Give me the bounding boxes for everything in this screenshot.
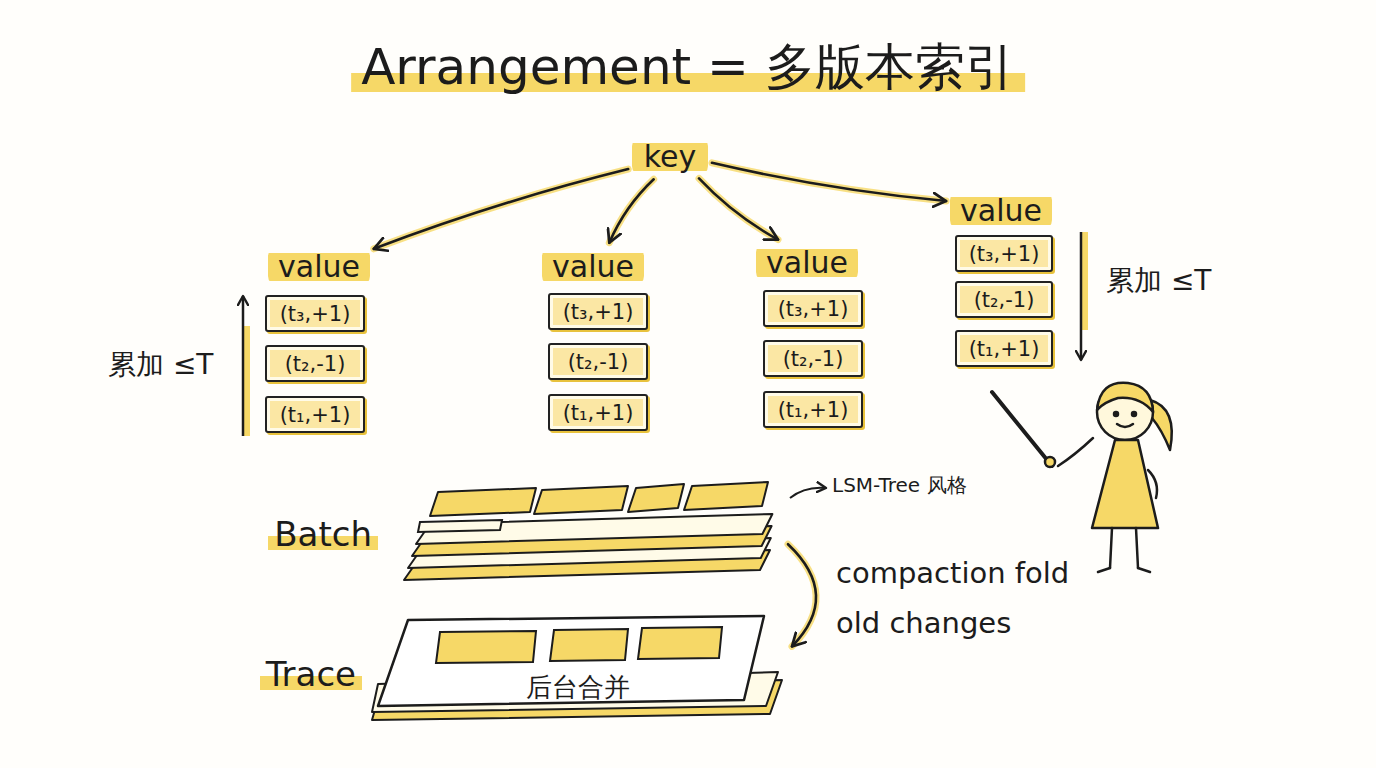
node-label: value <box>552 249 634 284</box>
connector-highlight <box>699 178 778 239</box>
teacher-figure <box>992 383 1172 572</box>
batch-block <box>430 488 536 516</box>
arrow-connector <box>374 169 628 249</box>
connector-highlight <box>788 544 816 646</box>
batch-block <box>628 484 684 512</box>
stack-name: Trace <box>260 654 362 694</box>
arrow-connector <box>788 544 816 646</box>
batch-block <box>684 482 768 510</box>
trace-stack: Trace后台合并 <box>372 614 784 722</box>
change-text: (t₂,-1) <box>285 352 346 376</box>
change-box: (t₃,+1) <box>548 293 648 330</box>
arrow-connector <box>712 163 946 201</box>
diagram-title: Arrangement = 多版本索引 <box>351 34 1025 101</box>
batch-block <box>534 486 628 514</box>
batch-stack: Batch <box>402 476 780 586</box>
node-label: value <box>960 193 1042 228</box>
change-box: (t₃,+1) <box>955 235 1053 272</box>
highlight-label: value <box>542 246 644 286</box>
connector-highlight <box>609 179 653 242</box>
change-box: (t₃,+1) <box>265 295 365 332</box>
arrow-connector <box>609 179 653 242</box>
batch-stack-shape <box>402 476 780 586</box>
highlight-label: value <box>268 246 370 286</box>
connector-highlight <box>712 163 946 201</box>
change-box: (t₂,-1) <box>763 340 863 377</box>
change-box: (t₁,+1) <box>548 394 648 431</box>
highlight-label: value <box>756 242 858 282</box>
change-box: (t₂,-1) <box>955 281 1053 318</box>
change-box: (t₂,-1) <box>548 343 648 380</box>
leader-arrow <box>790 488 826 498</box>
batch-layer <box>416 514 772 544</box>
edge-label: compaction fold old changes <box>836 548 1106 648</box>
stack-name: Batch <box>268 514 378 554</box>
change-text: (t₂,-1) <box>783 347 844 371</box>
accumulate-arrow <box>242 296 245 436</box>
note-label: 累加 ≤T <box>1106 262 1211 300</box>
note-label: LSM-Tree 风格 <box>832 472 967 499</box>
change-text: (t₂,-1) <box>568 350 629 374</box>
change-text: (t₂,-1) <box>974 288 1035 312</box>
change-text: (t₁,+1) <box>969 337 1040 361</box>
change-box: (t₃,+1) <box>763 290 863 327</box>
highlight-label: key <box>632 136 708 176</box>
trace-slab <box>378 616 764 706</box>
arrow-connector <box>699 178 778 239</box>
highlight-label: value <box>950 190 1052 230</box>
change-box: (t₁,+1) <box>265 396 365 433</box>
connector-highlight <box>374 169 628 249</box>
node-label: value <box>766 245 848 280</box>
change-text: (t₁,+1) <box>563 401 634 425</box>
change-text: (t₃,+1) <box>280 302 351 326</box>
stack-note: 后台合并 <box>526 670 630 705</box>
change-text: (t₁,+1) <box>280 403 351 427</box>
node-label: key <box>644 139 697 174</box>
change-text: (t₃,+1) <box>563 300 634 324</box>
trace-block <box>638 627 722 659</box>
change-box: (t₂,-1) <box>265 345 365 382</box>
change-text: (t₁,+1) <box>778 398 849 422</box>
change-box: (t₁,+1) <box>955 330 1053 367</box>
trace-block <box>550 629 628 661</box>
trace-slab-shape <box>372 614 784 722</box>
change-text: (t₃,+1) <box>969 242 1040 266</box>
node-label: value <box>278 249 360 284</box>
change-text: (t₃,+1) <box>778 297 849 321</box>
trace-block <box>436 631 536 663</box>
change-box: (t₁,+1) <box>763 391 863 428</box>
note-label: 累加 ≤T <box>108 346 213 384</box>
batch-block <box>418 520 502 532</box>
accumulate-arrow <box>1080 232 1083 360</box>
